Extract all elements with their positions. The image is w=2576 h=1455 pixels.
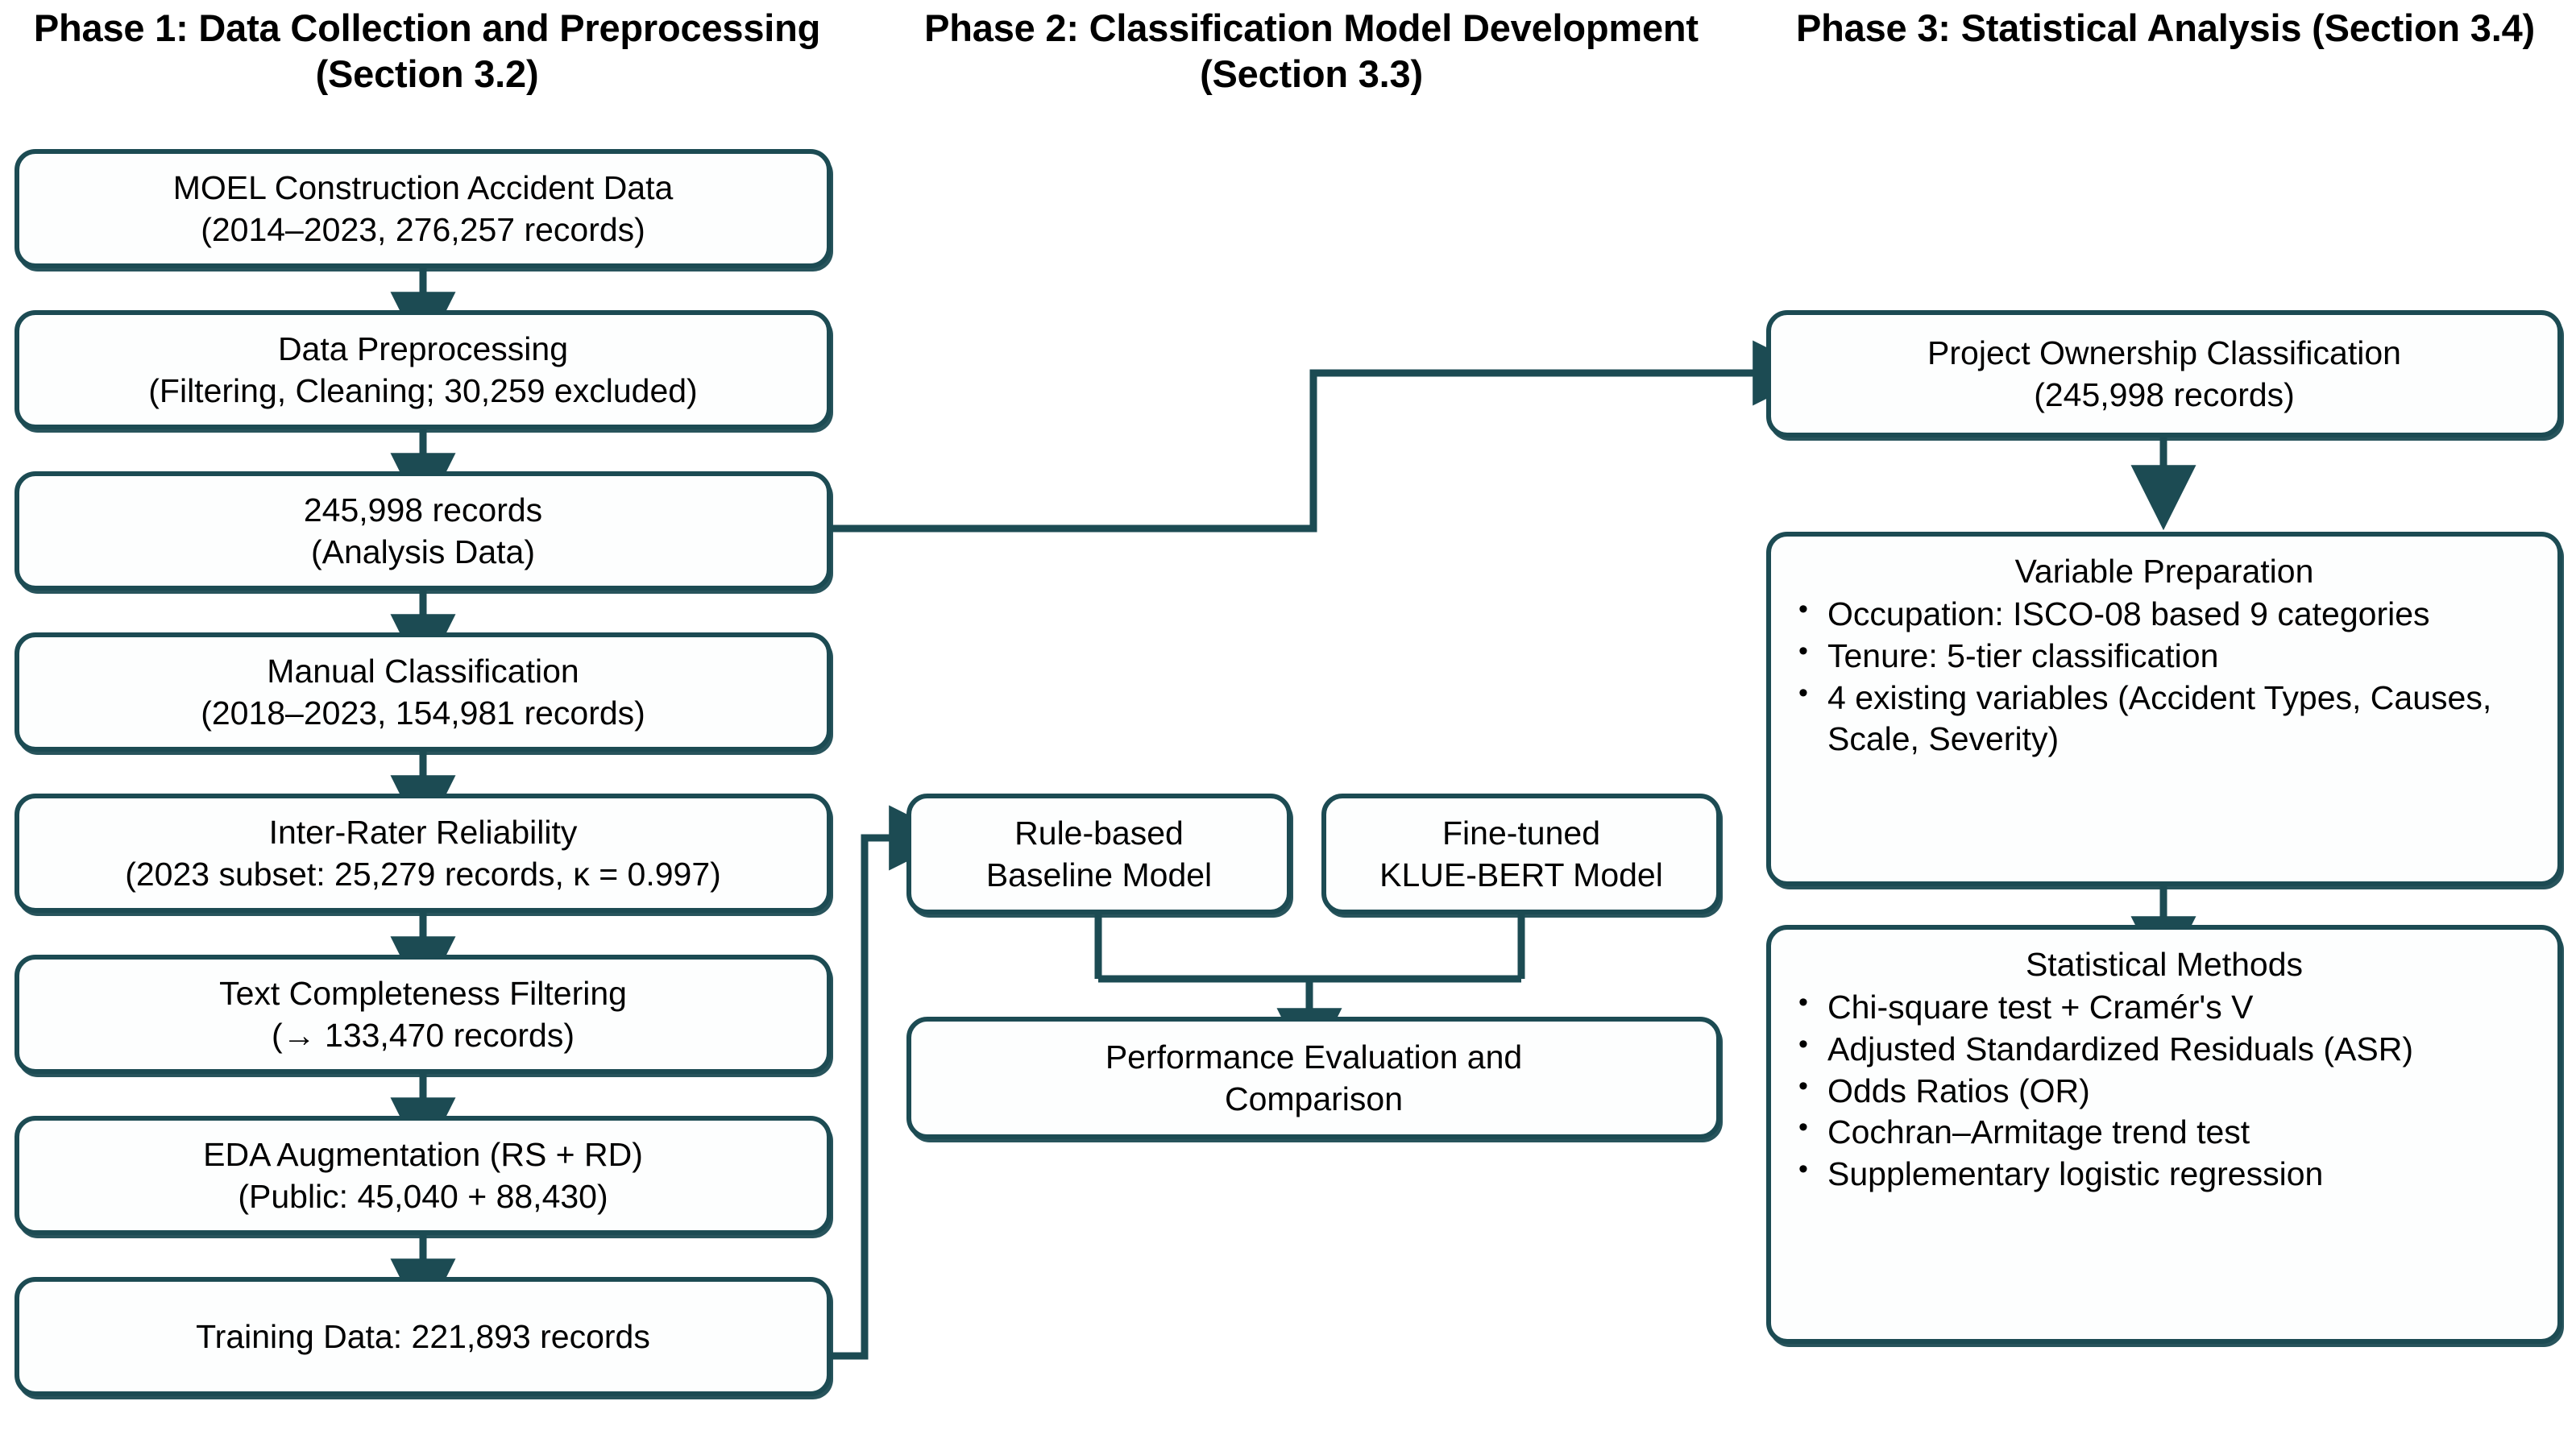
node-project-ownership-line2: (245,998 records) bbox=[2034, 376, 2295, 413]
node-manual-classification-line2: (2018–2023, 154,981 records) bbox=[201, 694, 645, 732]
node-inter-rater-line1: Inter-Rater Reliability bbox=[268, 813, 578, 851]
node-rule-based-line2: Baseline Model bbox=[985, 856, 1213, 893]
node-statistical-methods[interactable]: Statistical Methods Chi-square test + Cr… bbox=[1766, 925, 2562, 1344]
node-training-data[interactable]: Training Data: 221,893 records bbox=[15, 1277, 832, 1396]
list-item: 4 existing variables (Accident Types, Ca… bbox=[1790, 676, 2538, 761]
node-text-filtering-line1: Text Completeness Filtering bbox=[219, 974, 627, 1012]
node-data-preprocessing-line1: Data Preprocessing bbox=[277, 330, 569, 367]
list-item: Tenure: 5-tier classification bbox=[1790, 634, 2538, 678]
node-analysis-data-line1: 245,998 records bbox=[303, 491, 543, 529]
node-rule-based-line1: Rule-based bbox=[1014, 814, 1184, 852]
node-moel-data-line2: (2014–2023, 276,257 records) bbox=[201, 211, 645, 248]
node-eda-augmentation-line1: EDA Augmentation (RS + RD) bbox=[203, 1135, 643, 1173]
node-data-preprocessing-line2: (Filtering, Cleaning; 30,259 excluded) bbox=[148, 372, 698, 409]
node-inter-rater-reliability[interactable]: Inter-Rater Reliability (2023 subset: 25… bbox=[15, 794, 832, 913]
wire-analysis-to-project-ownership bbox=[832, 340, 1819, 533]
node-klue-bert-line2: KLUE-BERT Model bbox=[1379, 856, 1663, 893]
node-inter-rater-line2: (2023 subset: 25,279 records, κ = 0.997) bbox=[125, 856, 721, 893]
node-rule-based-baseline-model[interactable]: Rule-based Baseline Model bbox=[906, 794, 1292, 914]
phase1-title: Phase 1: Data Collection and Preprocessi… bbox=[8, 5, 846, 97]
statistical-methods-list: Chi-square test + Cramér's V Adjusted St… bbox=[1790, 985, 2538, 1196]
list-item: Odds Ratios (OR) bbox=[1790, 1069, 2538, 1113]
node-manual-classification[interactable]: Manual Classification (2018–2023, 154,98… bbox=[15, 632, 832, 752]
phase2-title-line1: Phase 2: Classification Model bbox=[924, 6, 1453, 49]
phase3-title-line2: (Section 3.4) bbox=[2312, 6, 2535, 49]
node-variable-preparation[interactable]: Variable Preparation Occupation: ISCO-08… bbox=[1766, 532, 2562, 886]
node-eda-augmentation-line2: (Public: 45,040 + 88,430) bbox=[238, 1178, 608, 1215]
variable-preparation-list: Occupation: ISCO-08 based 9 categories T… bbox=[1790, 592, 2538, 761]
list-item: Adjusted Standardized Residuals (ASR) bbox=[1790, 1027, 2538, 1071]
wire-training-to-rule-based bbox=[832, 805, 955, 1360]
node-manual-classification-line1: Manual Classification bbox=[267, 652, 579, 690]
phase2-title-line2: Development (Section 3.3) bbox=[1200, 6, 1699, 96]
node-data-preprocessing[interactable]: Data Preprocessing (Filtering, Cleaning;… bbox=[15, 310, 832, 429]
node-klue-bert-line1: Fine-tuned bbox=[1441, 814, 1600, 852]
variable-preparation-heading: Variable Preparation bbox=[2014, 553, 2314, 590]
list-item: Chi-square test + Cramér's V bbox=[1790, 985, 2538, 1029]
node-performance-eval-line1: Performance Evaluation and bbox=[1105, 1038, 1523, 1076]
node-training-data-line1: Training Data: 221,893 records bbox=[196, 1317, 650, 1355]
statistical-methods-heading: Statistical Methods bbox=[2025, 946, 2304, 983]
node-project-ownership-line1: Project Ownership Classification bbox=[1927, 334, 2401, 371]
node-eda-augmentation[interactable]: EDA Augmentation (RS + RD) (Public: 45,0… bbox=[15, 1116, 832, 1235]
node-project-ownership-classification[interactable]: Project Ownership Classification (245,99… bbox=[1766, 310, 2562, 437]
node-analysis-data-line2: (Analysis Data) bbox=[311, 533, 535, 570]
node-klue-bert-model[interactable]: Fine-tuned KLUE-BERT Model bbox=[1321, 794, 1721, 914]
node-text-completeness-filtering[interactable]: Text Completeness Filtering (→ 133,470 r… bbox=[15, 955, 832, 1074]
node-moel-data-line1: MOEL Construction Accident Data bbox=[172, 168, 674, 206]
node-text-filtering-line2: (→ 133,470 records) bbox=[271, 1017, 575, 1054]
node-performance-evaluation[interactable]: Performance Evaluation and Comparison bbox=[906, 1017, 1721, 1139]
phase3-title: Phase 3: Statistical Analysis (Section 3… bbox=[1769, 5, 2562, 51]
phase3-title-line1: Phase 3: Statistical Analysis bbox=[1796, 6, 2302, 49]
node-moel-data[interactable]: MOEL Construction Accident Data (2014–20… bbox=[15, 149, 832, 268]
list-item: Supplementary logistic regression bbox=[1790, 1152, 2538, 1196]
node-analysis-data[interactable]: 245,998 records (Analysis Data) bbox=[15, 471, 832, 591]
phase1-title-line2: Preprocessing (Section 3.2) bbox=[315, 6, 821, 96]
phase1-title-line1: Phase 1: Data Collection and bbox=[33, 6, 550, 49]
phase2-title: Phase 2: Classification Model Developmen… bbox=[898, 5, 1724, 97]
node-performance-eval-line2: Comparison bbox=[1224, 1080, 1404, 1117]
list-item: Occupation: ISCO-08 based 9 categories bbox=[1790, 592, 2538, 636]
list-item: Cochran–Armitage trend test bbox=[1790, 1110, 2538, 1154]
